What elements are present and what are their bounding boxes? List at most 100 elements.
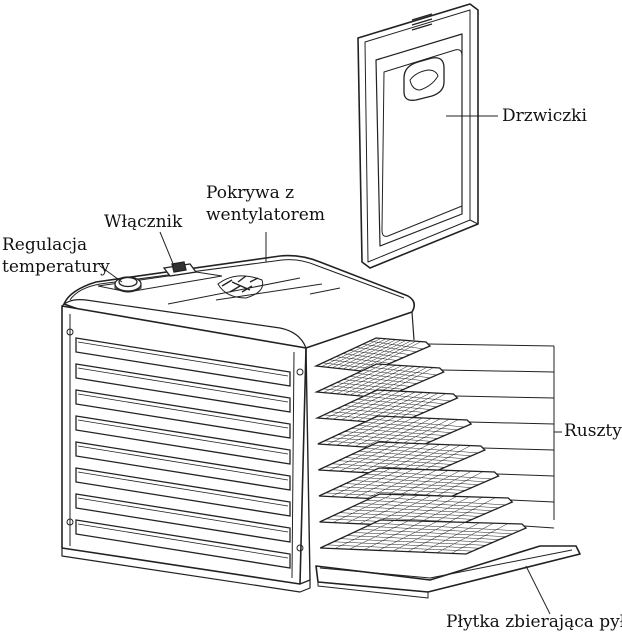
rack-mesh (422, 522, 480, 553)
rack-leader (441, 369, 555, 373)
rack-mesh (333, 541, 480, 549)
rack-mesh (340, 538, 487, 546)
rack-mesh (360, 443, 420, 473)
rack-mesh (436, 522, 494, 554)
rack-mesh (343, 365, 402, 395)
rack-leader (427, 343, 555, 347)
rack-mesh (339, 442, 399, 472)
rack-mesh (326, 338, 387, 368)
rack-leader (482, 447, 555, 451)
rack-leaders (427, 343, 555, 529)
rack-leader (496, 473, 555, 477)
power-switch (162, 261, 198, 277)
rack-mesh (338, 460, 445, 468)
rack-mesh (346, 535, 493, 543)
rack-mesh (369, 366, 438, 376)
lid-label-line2: wentylatorem (206, 205, 325, 225)
rack-mesh (342, 339, 402, 370)
rack (318, 467, 500, 503)
rack-mesh (336, 364, 396, 395)
rack-mesh (366, 499, 499, 509)
rack-mesh (334, 520, 395, 549)
rack-mesh (328, 442, 389, 471)
rack-mesh (349, 391, 408, 421)
lid-label-line1: Pokrywa z (206, 183, 295, 203)
rack-mesh (360, 529, 507, 537)
switch-label: Włącznik (104, 212, 183, 232)
control-panel (97, 261, 341, 305)
front-slat-highlight (77, 523, 289, 559)
rack-mesh (327, 416, 387, 445)
rack-mesh (371, 444, 479, 454)
rack-mesh (339, 512, 473, 520)
rack-mesh (358, 451, 465, 459)
rack-mesh (336, 416, 396, 446)
front-slat-highlight (77, 445, 289, 481)
rack-mesh (337, 434, 432, 442)
rack-mesh (364, 417, 423, 448)
rack-mesh (363, 520, 423, 551)
rack-mesh (373, 522, 520, 532)
rack-mesh (343, 405, 425, 413)
rack-mesh (366, 525, 513, 535)
drip-tray (315, 545, 581, 599)
rack-mesh (356, 366, 415, 396)
rack-mesh (332, 338, 392, 369)
door-label: Drzwiczki (502, 106, 587, 126)
front-slat-highlight (77, 367, 289, 403)
rack-mesh (337, 339, 397, 369)
rack-mesh (358, 477, 479, 485)
rack-mesh (366, 469, 426, 499)
rack-mesh (359, 494, 419, 525)
rack-mesh (352, 506, 486, 514)
temp-leader (99, 265, 123, 283)
rack-mesh (337, 408, 418, 416)
racks-label: Ruszty (564, 421, 622, 441)
temperature-label-line2: temperatury (2, 257, 110, 277)
rack-mesh (355, 417, 414, 447)
rack-mesh (325, 390, 385, 419)
rack-mesh (333, 390, 393, 420)
rack-mesh (321, 338, 382, 367)
rack-leader (523, 525, 555, 529)
rack-mesh (346, 494, 406, 524)
rack-mesh (451, 523, 508, 554)
rack-mesh (353, 340, 412, 371)
rack-mesh (407, 522, 466, 552)
rack-mesh (326, 544, 473, 552)
rack-mesh (346, 509, 479, 517)
rack-leader (469, 421, 555, 425)
rack-mesh (332, 494, 393, 523)
rack-mesh (364, 421, 458, 431)
rack-mesh (349, 350, 404, 358)
rack-mesh (357, 399, 438, 407)
rack-mesh (359, 340, 417, 372)
front-slat-highlight (77, 341, 289, 377)
rack-mesh (336, 382, 404, 390)
rack-mesh (365, 473, 486, 483)
rack-mesh (351, 428, 445, 436)
rack-mesh (372, 496, 506, 506)
rack-mesh (392, 521, 452, 552)
leader-lines (99, 115, 562, 615)
front-slat-highlight (77, 393, 289, 429)
rack-mesh (330, 468, 391, 497)
rack-leader (510, 499, 555, 503)
rack-mesh (350, 365, 409, 396)
rack-mesh (353, 532, 500, 540)
rack-mesh (359, 503, 493, 511)
rack-mesh (345, 416, 405, 447)
rack-mesh (345, 483, 466, 491)
rack (319, 519, 528, 555)
rack-mesh (343, 379, 411, 387)
rack-mesh (351, 454, 459, 462)
rack-mesh (338, 486, 459, 494)
rack-mesh (348, 340, 407, 370)
rack-mesh (370, 392, 451, 402)
front-slats (75, 337, 291, 569)
rack-mesh (357, 391, 416, 422)
front-slat-highlight (77, 419, 289, 455)
rack-mesh (363, 395, 445, 405)
temperature-knob (114, 276, 142, 293)
